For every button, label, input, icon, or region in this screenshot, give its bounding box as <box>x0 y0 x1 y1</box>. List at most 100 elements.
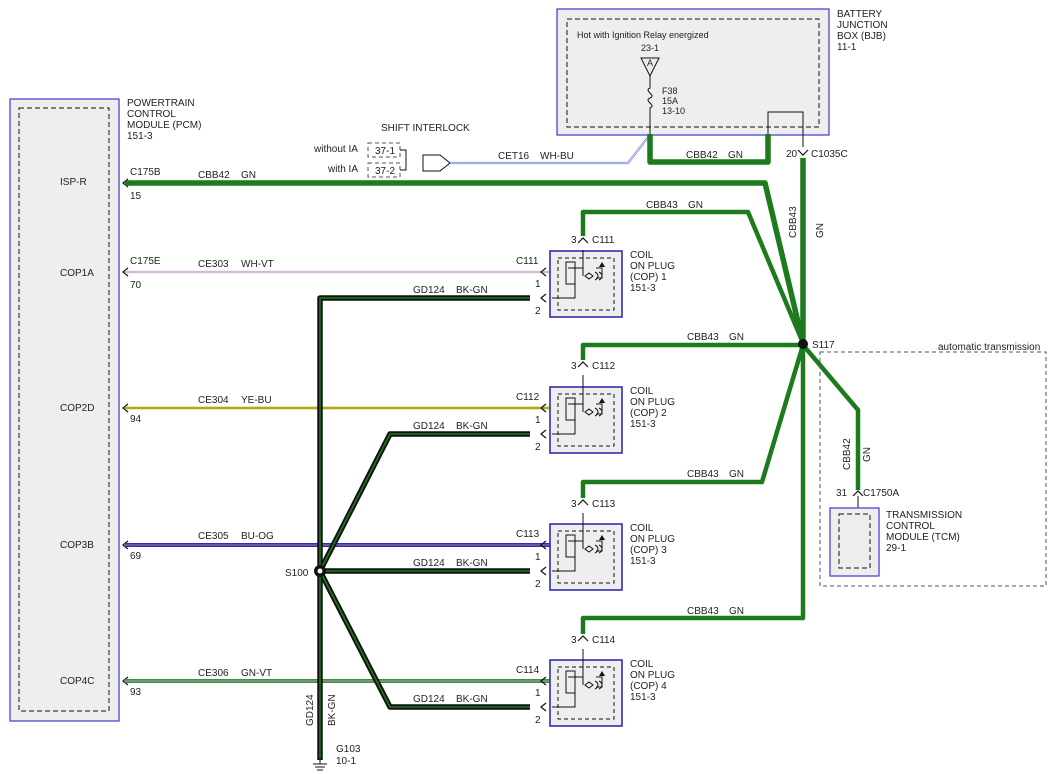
coil-wiring <box>568 375 584 412</box>
coil-top-connector: C111 <box>592 235 615 246</box>
pin-arrow <box>577 499 589 506</box>
tcm-title-line: CONTROL <box>886 521 935 532</box>
wire-label-circuit: CBB43 <box>687 469 719 480</box>
coil-top-connector: C113 <box>592 499 616 510</box>
coil-block-2: 3 C112 C112 1 2 COIL ON PLUG (COP) 2 151… <box>516 361 675 454</box>
coil-outline <box>549 250 623 318</box>
splice-s100-center <box>317 568 323 574</box>
coil-block-3: 3 C113 C113 1 2 COIL ON PLUG (COP) 3 151… <box>516 499 675 591</box>
ignition-coil-icon <box>552 649 605 708</box>
coil-element <box>565 670 576 694</box>
wire-label-color: BK-GN <box>456 694 488 705</box>
coil-ref: 151-3 <box>630 419 656 430</box>
automatic-transmission-label: automatic transmission <box>938 342 1040 353</box>
wire-label-circuit: CBB43 <box>788 206 799 238</box>
ignition-coil-icon <box>552 375 605 435</box>
wire-label-color: BK-GN <box>456 421 488 432</box>
pcm-pin-number: 69 <box>130 551 142 562</box>
wire-cbb42-isp <box>125 180 806 344</box>
coil-ref: 151-3 <box>630 692 656 703</box>
bjb-connector-label: C1035C <box>811 149 848 160</box>
fuse-ref: 13-10 <box>662 106 685 116</box>
coil-ref: 151-3 <box>630 283 656 294</box>
tcm-connector-label: C1750A <box>863 488 899 499</box>
pin-arrow <box>122 267 129 277</box>
coil-pin: 1 <box>535 279 541 290</box>
coil-secondary <box>596 403 603 415</box>
wire-cbb43-cop4 <box>580 345 806 634</box>
coil-title: (COP) 2 <box>630 408 667 419</box>
pin-arrow <box>122 540 129 550</box>
coil-element <box>565 534 576 558</box>
coil-secondary <box>596 267 603 279</box>
wire-label-circuit: GD124 <box>413 285 445 296</box>
pcm-pin-cop2d: COP2D <box>60 403 94 414</box>
automatic-transmission-region <box>819 351 1047 587</box>
shift-interlock-title: SHIFT INTERLOCK <box>381 123 470 134</box>
bjb-outline <box>556 8 830 136</box>
ignition-coil-icon <box>552 513 605 572</box>
coil-top-pin: 3 <box>571 235 577 246</box>
pcm-title-line: MODULE (PCM) <box>127 120 201 131</box>
wire-label-circuit: GD124 <box>305 694 316 726</box>
coil-spark <box>599 671 605 676</box>
pin-arrow <box>122 403 129 413</box>
pin-arrow <box>540 540 547 550</box>
pcm-title-line: 151-3 <box>127 131 153 142</box>
coil-block-1: 3 C111 C111 1 2 COIL ON PLUG (COP) 1 151… <box>516 235 675 318</box>
coil-title: ON PLUG <box>630 261 675 272</box>
pcm-connector-c175b: C175B <box>130 167 161 178</box>
coil-inner-outline <box>557 530 615 584</box>
coil-ground-lead <box>552 420 576 435</box>
pin-arrow <box>797 149 809 156</box>
wire-label-circuit: CBB42 <box>686 150 718 161</box>
fuse-label: F38 <box>662 86 678 96</box>
wire-label-color: GN <box>729 606 744 617</box>
coil-outline <box>549 386 623 454</box>
bjb-title-line: JUNCTION <box>837 20 888 31</box>
coil-title: (COP) 3 <box>630 545 667 556</box>
tcm-title-line: MODULE (TCM) <box>886 532 960 543</box>
coil-outline <box>549 659 623 727</box>
wire-label-color: YE-BU <box>241 395 272 406</box>
wire-label-color: GN <box>815 223 826 238</box>
fuse-rating: 15A <box>662 96 678 106</box>
wire-label-color: BU-OG <box>241 531 274 542</box>
pcm-pin-number: 70 <box>130 280 142 291</box>
wire-label-color: BK-GN <box>327 694 338 726</box>
coil-title: COIL <box>630 523 654 534</box>
wire-label-color: GN <box>729 469 744 480</box>
option-ref: 37-1 <box>375 146 395 157</box>
wire-label-circuit: CBB43 <box>687 606 719 617</box>
coil-title: ON PLUG <box>630 670 675 681</box>
coil-pin: 2 <box>535 715 541 726</box>
wire-label-circuit: CBB42 <box>842 438 853 470</box>
ground-ref: 10-1 <box>336 756 356 767</box>
ground-symbol-icon <box>313 758 327 771</box>
bjb-title: BATTERY JUNCTION BOX (BJB) 11-1 <box>837 9 888 53</box>
wire-cbb43-cop1 <box>580 209 806 344</box>
wire-label-circuit: CE304 <box>198 395 229 406</box>
pin-arrow <box>540 676 547 686</box>
shift-interlock-connector-icon <box>422 154 451 172</box>
coil-outline <box>549 523 623 591</box>
ground-wires <box>317 295 530 760</box>
wire-label-circuit: CE305 <box>198 531 229 542</box>
coil-pin: 2 <box>535 306 541 317</box>
coil-connector: C113 <box>516 529 540 540</box>
pcm-outline <box>9 98 120 722</box>
wire-label-circuit: CBB43 <box>646 200 678 211</box>
coil-wiring <box>568 250 584 276</box>
tcm-inner-outline <box>838 513 871 569</box>
wire-stripe <box>319 433 530 572</box>
coil-title: COIL <box>630 386 654 397</box>
coil-top-pin: 3 <box>571 499 577 510</box>
wire-label-color: BK-GN <box>456 558 488 569</box>
pcm-pin-number: 94 <box>130 414 142 425</box>
coil-pin: 2 <box>535 442 541 453</box>
coil-title: (COP) 1 <box>630 272 667 283</box>
tcm-pin-number: 31 <box>836 488 848 499</box>
bjb-feed-letter: A <box>647 58 653 68</box>
coil-title: COIL <box>630 250 654 261</box>
